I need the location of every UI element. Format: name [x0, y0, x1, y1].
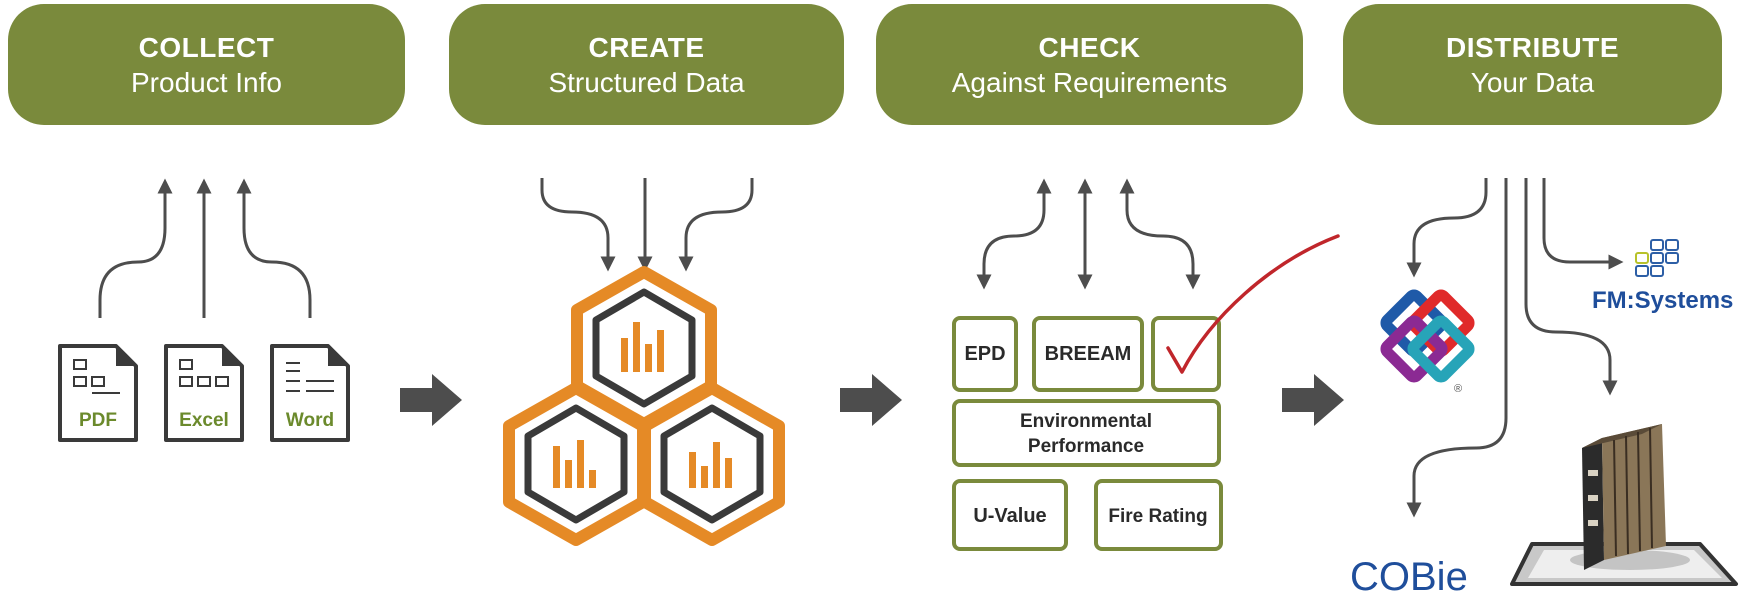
- breeam-label: BREEAM: [1045, 343, 1132, 365]
- stage-distribute: DISTRIBUTE Your Data: [1343, 4, 1722, 125]
- registered-mark: ®: [1454, 383, 1462, 395]
- tablet-building-icon: [1510, 424, 1738, 586]
- arrow-up-left: [98, 178, 173, 318]
- word-label: Word: [286, 410, 334, 431]
- arrow-to-building: [1524, 178, 1618, 396]
- uvalue-box: [952, 479, 1068, 551]
- arrow-to-ifc: [1406, 178, 1488, 278]
- environmental-performance-box: [952, 399, 1221, 467]
- hexagon-bottom-left: [503, 382, 649, 546]
- stage-subtitle: Product Info: [131, 66, 282, 98]
- flow-arrow-2: [840, 374, 902, 426]
- stage-title: CHECK: [1038, 31, 1141, 63]
- epd-label: EPD: [964, 343, 1005, 365]
- uvalue-label: U-Value: [973, 505, 1046, 527]
- arrow-bi-right: [1119, 178, 1201, 290]
- fire-rating-box: [1094, 479, 1223, 551]
- environmental-label: Environmental: [1020, 411, 1152, 432]
- stage-collect: COLLECT Product Info: [8, 4, 405, 125]
- stage-title: DISTRIBUTE: [1446, 31, 1619, 63]
- epd-box: [952, 316, 1018, 392]
- arrow-down-left: [540, 178, 616, 272]
- pdf-label: PDF: [79, 410, 117, 431]
- arrow-bi-left: [976, 178, 1052, 290]
- stage-subtitle: Structured Data: [548, 66, 745, 98]
- flow-arrow-3: [1282, 374, 1344, 426]
- flow-arrow-1: [400, 374, 462, 426]
- fm-systems-logo-icon: [1635, 239, 1679, 277]
- distribute-arrows: [1406, 178, 1624, 518]
- arrow-down-right: [678, 178, 754, 272]
- stage-title: COLLECT: [138, 31, 275, 63]
- stage-create: CREATE Structured Data: [449, 4, 844, 125]
- check-arrows: [976, 178, 1201, 290]
- word-file-icon: Word: [270, 344, 350, 442]
- pdf-file-icon: PDF: [58, 344, 138, 442]
- arrow-up-right: [236, 178, 312, 318]
- performance-label: Performance: [1028, 436, 1144, 457]
- fire-rating-label: Fire Rating: [1108, 506, 1207, 527]
- create-arrows: [540, 178, 754, 272]
- excel-file-icon: Excel: [164, 344, 244, 442]
- hexagon-bottom-right: [639, 382, 785, 546]
- ifc-logo-icon: [1380, 289, 1475, 383]
- arrow-to-cobie: [1406, 178, 1508, 518]
- hexagon-cluster-icon: [503, 266, 785, 546]
- excel-label: Excel: [179, 410, 229, 431]
- requirement-boxes: [952, 316, 1223, 551]
- stage-subtitle: Your Data: [1470, 66, 1595, 98]
- red-checkmark-icon: [1166, 234, 1340, 374]
- breeam-box: [1032, 316, 1144, 392]
- stage-subtitle: Against Requirements: [951, 66, 1228, 98]
- collect-arrows: [98, 178, 312, 318]
- stage-title: CREATE: [588, 31, 705, 63]
- cobie-label: COBie: [1350, 555, 1468, 599]
- stage-check: CHECK Against Requirements: [876, 4, 1303, 125]
- check-box: [1151, 316, 1221, 392]
- fm-systems-label: FM:Systems: [1592, 287, 1733, 314]
- arrow-to-fmsystems: [1542, 178, 1624, 270]
